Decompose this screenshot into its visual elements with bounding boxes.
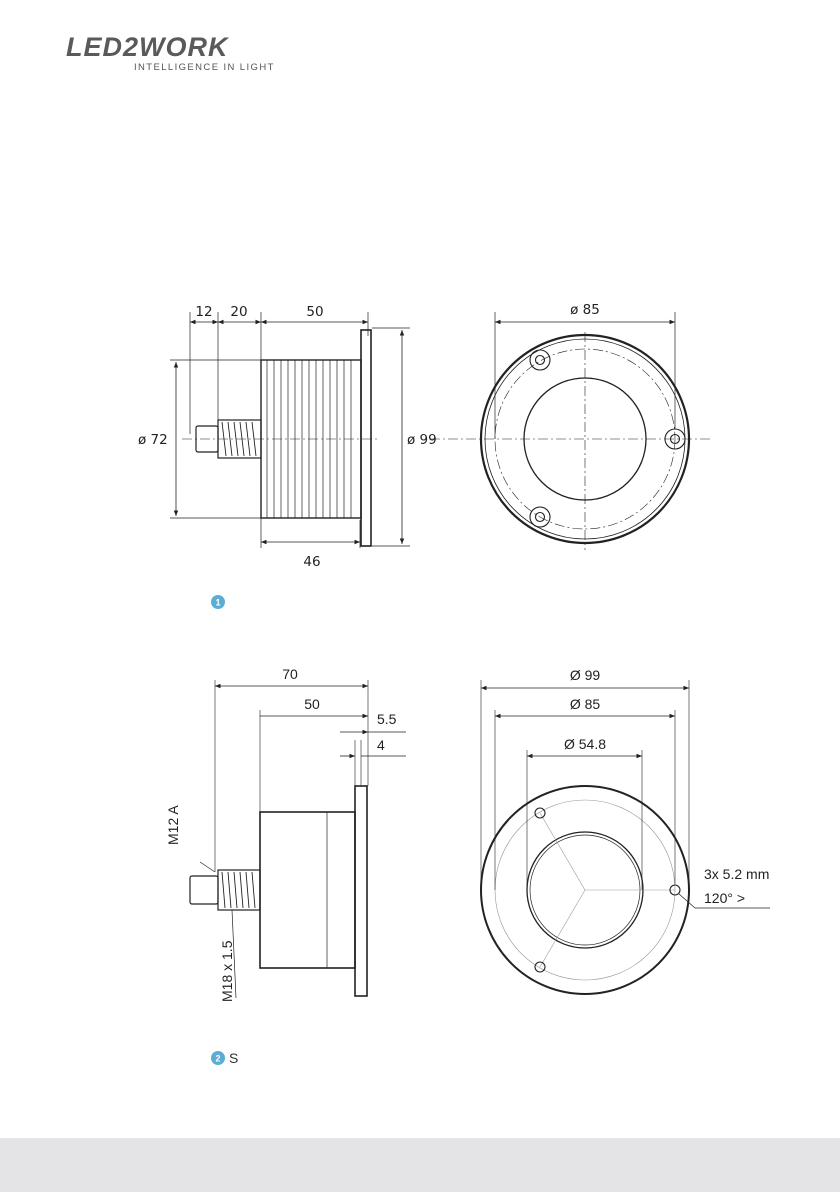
dim-dia99: ø 99 (407, 432, 437, 448)
figure-2-badge: 2 (211, 1051, 225, 1065)
drawing2-front-view (481, 680, 770, 994)
drawing1-side-view (170, 312, 410, 548)
dim-20: 20 (230, 304, 247, 320)
dim-4: 4 (377, 737, 385, 753)
svg-text:2: 2 (215, 1054, 220, 1064)
dim-dia99-b: Ø 99 (570, 667, 601, 683)
note-angle: 120° > (704, 890, 745, 906)
dim-dia85-b: Ø 85 (570, 696, 601, 712)
dim-12: 12 (195, 304, 212, 320)
footer-band (0, 1138, 840, 1192)
dim-dia54: Ø 54.8 (564, 736, 606, 752)
dim-70: 70 (282, 666, 298, 682)
figure-1-badge: 1 (211, 595, 225, 609)
svg-text:1: 1 (215, 598, 220, 608)
dim-50: 50 (306, 304, 323, 320)
note-holes: 3x 5.2 mm (704, 866, 769, 882)
thread-m18: M18 x 1.5 (219, 940, 235, 1002)
thread-m12: M12 A (165, 805, 181, 845)
dim-46: 46 (303, 554, 320, 570)
drawing1-front-view (430, 312, 712, 550)
dim-dia85: ø 85 (570, 302, 600, 318)
dim-50-b: 50 (304, 696, 320, 712)
dim-dia72: ø 72 (138, 432, 168, 448)
figure-2-caption: S (229, 1050, 238, 1066)
dim-5-5: 5.5 (377, 711, 397, 727)
